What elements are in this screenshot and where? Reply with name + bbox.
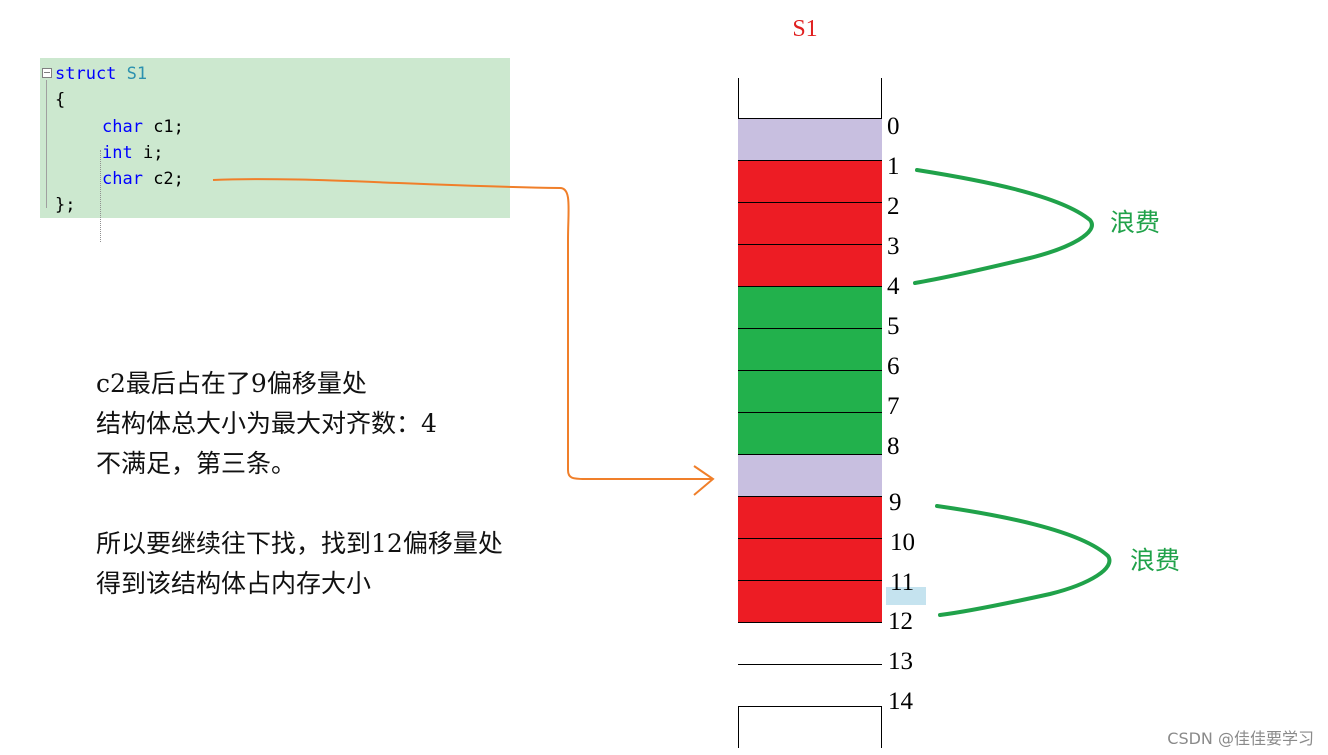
offset-label-10: 10: [890, 529, 915, 556]
code-line-5: char c2;: [102, 166, 184, 192]
offset-label-3: 3: [887, 233, 900, 260]
waste-brace-2: [935, 504, 1112, 617]
code-line-4: int i;: [102, 140, 163, 166]
memory-byte-6: [738, 371, 882, 413]
struct-name: S1: [126, 64, 148, 84]
offset-label-12: 12: [888, 608, 913, 635]
offset-label-9: 9: [889, 489, 902, 516]
pointer-arrow-line: [212, 178, 712, 480]
waste-label-2: 浪费: [1130, 546, 1181, 575]
type-char: char: [102, 169, 143, 189]
member-c1: c1;: [142, 117, 184, 137]
memory-byte-0: [738, 119, 882, 161]
watermark: CSDN @佳佳要学习: [1167, 729, 1314, 748]
memory-top-line: [738, 118, 882, 119]
type-char: char: [102, 117, 143, 137]
fold-guide: [46, 80, 47, 208]
memory-byte-9: [738, 497, 882, 539]
code-line-6: };: [55, 195, 76, 215]
code-line-3: char c1;: [102, 114, 184, 140]
offset-label-13: 13: [888, 648, 913, 675]
offset-label-0: 0: [887, 113, 900, 140]
keyword-struct: struct: [55, 64, 117, 84]
code-snippet: struct S1 { char c1; int i; char c2; };: [40, 58, 510, 242]
memory-byte-4: [738, 287, 882, 329]
memory-byte-12: [738, 623, 882, 665]
memory-byte-8: [738, 455, 882, 497]
waste-label-1: 浪费: [1110, 208, 1161, 237]
struct-title: S1: [792, 16, 818, 42]
offset-label-1: 1: [887, 153, 900, 180]
waste-brace-1: [913, 168, 1094, 285]
note-line-1: c2最后占在了9偏移量处: [96, 369, 367, 398]
note-line-4: 所以要继续往下找，找到12偏移量处: [96, 529, 503, 558]
member-i: i;: [132, 143, 164, 163]
note-line-5: 得到该结构体占内存大小: [96, 569, 372, 598]
offset-label-6: 6: [887, 353, 900, 380]
code-line-1: struct S1: [55, 61, 147, 87]
memory-layout: [738, 0, 882, 748]
memory-byte-11: [738, 581, 882, 623]
memory-byte-3: [738, 245, 882, 287]
offset-label-5: 5: [887, 313, 900, 340]
offset-label-14: 14: [888, 688, 913, 715]
memory-byte-7: [738, 413, 882, 455]
offset-label-7: 7: [887, 393, 900, 420]
code-line-2: {: [55, 90, 66, 110]
offset-label-8: 8: [887, 433, 900, 460]
offset-label-4: 4: [887, 273, 900, 300]
memory-byte-10: [738, 539, 882, 581]
note-line-2: 结构体总大小为最大对齐数：4: [96, 409, 437, 438]
collapse-icon[interactable]: [42, 68, 52, 78]
memory-byte-2: [738, 203, 882, 245]
pointer-arrowhead: [693, 465, 715, 496]
offset-label-11: 11: [890, 569, 915, 596]
note-line-3: 不满足，第三条。: [96, 449, 297, 478]
memory-byte-13: [738, 665, 882, 707]
memory-byte-5: [738, 329, 882, 371]
memory-byte-1: [738, 161, 882, 203]
indent-guide: [100, 150, 101, 242]
offset-label-2: 2: [887, 193, 900, 220]
member-c2: c2;: [142, 169, 184, 189]
type-int: int: [102, 143, 133, 163]
offset-11-highlight: [886, 587, 926, 605]
